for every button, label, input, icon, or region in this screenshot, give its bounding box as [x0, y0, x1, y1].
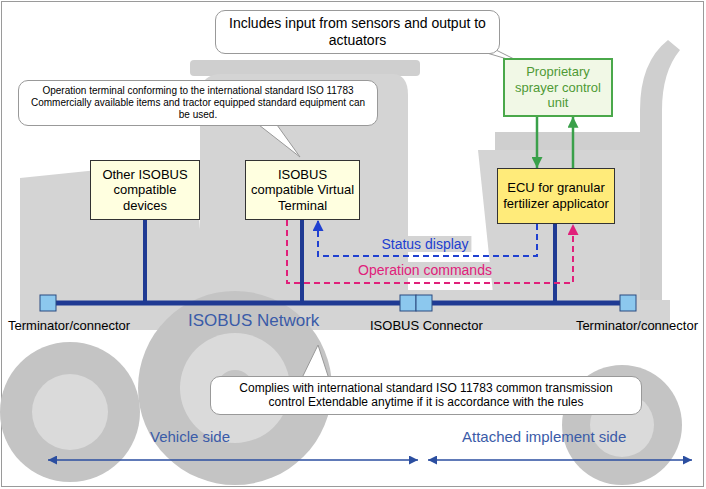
- terminator-connector: [40, 295, 56, 311]
- signal-arrow: [536, 117, 539, 168]
- implement-top: [495, 132, 656, 150]
- tractor-hood: [20, 160, 205, 300]
- implement-arm: [640, 40, 680, 322]
- node-text: ECU for granular fertilizer applicator: [502, 180, 610, 211]
- node-text: ISOBUS compatible Virtual Terminal: [250, 167, 355, 214]
- isobus-connector: [400, 295, 416, 311]
- device-box: ECU for granular fertilizer applicator: [497, 168, 615, 224]
- part-label: Vehicle side: [150, 428, 230, 446]
- part-label: Attached implement side: [462, 428, 626, 446]
- front-wheel-rim: [32, 374, 108, 450]
- node-text: Complies with international standard ISO…: [221, 381, 631, 410]
- part-label: ISOBUS Connector: [370, 318, 483, 334]
- edge-label: Operation commands: [355, 262, 495, 278]
- span-arrow: [428, 459, 692, 461]
- isobus-bus: [48, 301, 628, 306]
- device-box: Other ISOBUS compatible devices: [90, 160, 200, 220]
- part-label: Terminator/connector: [8, 318, 130, 334]
- span-arrow: [48, 459, 418, 461]
- part-label: ISOBUS Network: [188, 311, 319, 331]
- node-text: Includes input from sensors and output t…: [224, 15, 491, 49]
- device-box: Proprietary sprayer control unit: [503, 58, 613, 117]
- edge-label: Status display: [378, 236, 471, 252]
- front-wheel: [0, 342, 140, 482]
- cab-roof: [190, 60, 420, 76]
- callout-bubble: Includes input from sensors and output t…: [215, 10, 500, 54]
- node-text: Operation terminal conforming to the int…: [27, 85, 369, 121]
- node-text: Proprietary sprayer control unit: [509, 64, 607, 111]
- isobus-connector: [416, 295, 432, 311]
- part-label: Terminator/connector: [576, 318, 698, 334]
- callout-bubble: Complies with international standard ISO…: [210, 376, 642, 415]
- dashed-signal-arrow: [287, 220, 573, 283]
- callout-bubble: Operation terminal conforming to the int…: [18, 80, 378, 126]
- node-text: Other ISOBUS compatible devices: [95, 167, 195, 214]
- implement-hopper: [478, 150, 650, 322]
- terminator-connector: [620, 295, 636, 311]
- device-box: ISOBUS compatible Virtual Terminal: [245, 160, 360, 220]
- signal-arrow: [572, 117, 575, 168]
- dashed-signal-arrow: [318, 220, 537, 256]
